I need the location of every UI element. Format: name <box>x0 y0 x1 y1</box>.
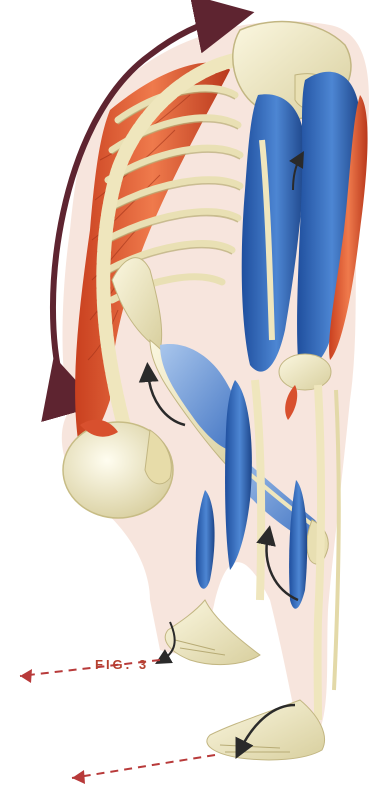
figure-label: FIG. 3 <box>95 657 149 672</box>
foot-right <box>207 700 325 760</box>
shin-bone-right <box>318 385 321 720</box>
knee-cap <box>279 354 331 390</box>
dashed-arrow-lower-icon <box>72 755 215 778</box>
dashed-arrow-upper-head <box>20 669 32 683</box>
dashed-arrow-lower-head <box>72 770 85 784</box>
